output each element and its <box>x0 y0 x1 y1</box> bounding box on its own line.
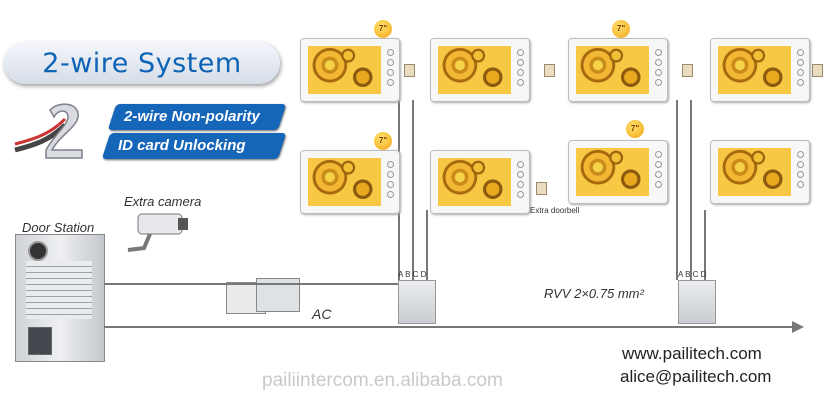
email-text: alice@pailitech.com <box>620 367 772 386</box>
cable-two-icon <box>14 103 83 159</box>
doorbell-icon-6 <box>536 182 547 195</box>
feature-band-id-card: ID card Unlocking <box>101 133 287 159</box>
doorbell-icon-3 <box>682 64 693 77</box>
indoor-monitor-3 <box>568 38 668 102</box>
door-station-panel <box>15 234 105 362</box>
card-reader-icon <box>28 327 52 355</box>
doorbell-icon-4 <box>812 64 823 77</box>
indoor-monitor-5 <box>300 150 400 214</box>
extra-camera-label: Extra camera <box>124 194 202 209</box>
riser-wire-right-b <box>690 100 692 280</box>
system-title: 2-wire System <box>42 47 242 79</box>
extra-doorbell-label: Extra doorbell <box>530 206 580 215</box>
riser-wire-right-a <box>676 100 678 280</box>
website-text: www.pailitech.com <box>622 344 762 363</box>
riser-wire-right-c <box>704 210 706 280</box>
bus-arrow-icon <box>792 321 804 333</box>
indoor-monitor-1 <box>300 38 400 102</box>
ac-label: AC <box>312 306 332 322</box>
watermark-text: pailiintercom.en.alibaba.com <box>262 370 503 391</box>
doorbell-icon-2 <box>544 64 555 77</box>
size-badge-1: 7" <box>374 20 392 38</box>
size-badge-3: 7" <box>612 20 630 38</box>
size-badge-7: 7" <box>626 120 644 138</box>
main-bus-wire <box>104 326 794 328</box>
riser-wire-left-b <box>412 100 414 280</box>
terminals-right: A B C D <box>678 270 707 279</box>
indoor-monitor-2 <box>430 38 530 102</box>
doorbell-icon-1 <box>404 64 415 77</box>
extra-camera-icon <box>127 213 188 252</box>
system-title-pill: 2-wire System <box>4 42 280 84</box>
cable-spec-label: RVV 2×0.75 mm² <box>544 286 644 301</box>
camera-lens-icon <box>28 241 48 261</box>
indoor-monitor-7 <box>568 140 668 204</box>
door-station-label: Door Station <box>22 220 95 235</box>
indoor-monitor-6 <box>430 150 530 214</box>
upper-bus-wire <box>104 283 404 285</box>
indoor-monitor-8 <box>710 140 810 204</box>
indoor-monitor-4 <box>710 38 810 102</box>
size-badge-5: 7" <box>374 132 392 150</box>
terminals-left: A B C D <box>398 270 427 279</box>
feature-band-nonpolarity: 2-wire Non-polarity <box>107 104 287 130</box>
riser-wire-left-c <box>426 210 428 280</box>
distributor-left <box>398 280 436 324</box>
name-button-grid <box>26 261 92 319</box>
distributor-right <box>678 280 716 324</box>
